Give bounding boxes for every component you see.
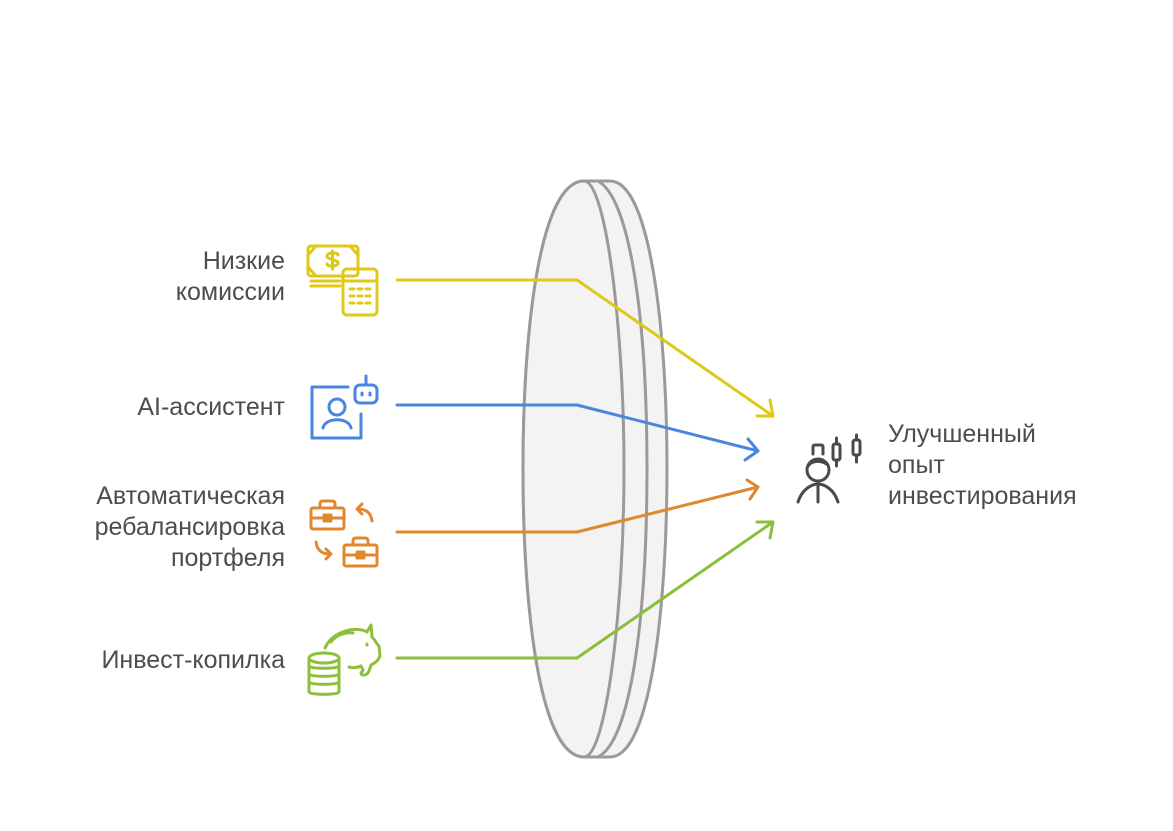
- label-line: Инвест-копилка: [101, 646, 285, 674]
- arrowhead-piggy-bank: [755, 520, 775, 540]
- label-line: AI-ассистент: [137, 393, 285, 421]
- label-line: портфеля: [170, 544, 285, 572]
- money-calculator-icon: [306, 244, 379, 317]
- investor-candlestick-icon: [796, 433, 862, 504]
- arrowhead-rebalancing: [745, 478, 760, 501]
- piggy-bank-coins-icon: [307, 623, 382, 696]
- input-label-low-fees: Низкие комиссии: [176, 246, 285, 308]
- label-line: инвестирования: [888, 482, 1077, 510]
- label-line: опыт: [888, 451, 945, 479]
- connector-ai-assistant: [395, 403, 760, 453]
- arrowhead-ai-assistant: [743, 437, 760, 462]
- lens-front: [521, 179, 626, 759]
- label-line: Низкие: [202, 247, 285, 275]
- input-label-ai-assistant: AI-ассистент: [137, 392, 285, 423]
- input-label-piggy-bank: Инвест-копилка: [101, 645, 285, 676]
- label-line: комиссии: [175, 278, 285, 306]
- briefcase-swap-icon: [309, 499, 379, 568]
- label-line: ребалансировка: [94, 513, 285, 541]
- connector-low-fees: [395, 278, 775, 418]
- arrowhead-low-fees: [755, 398, 775, 418]
- output-label: Улучшенный опыт инвестирования: [888, 419, 1077, 512]
- lens-rim: [597, 179, 649, 759]
- label-line: Улучшенный: [888, 420, 1036, 448]
- connector-piggy-bank: [395, 520, 775, 660]
- label-line: Автоматическая: [96, 482, 285, 510]
- ai-assistant-profile-icon: [310, 374, 379, 440]
- input-label-rebalancing: Автоматическая ребалансировка портфеля: [95, 481, 285, 574]
- connector-rebalancing: [395, 485, 760, 534]
